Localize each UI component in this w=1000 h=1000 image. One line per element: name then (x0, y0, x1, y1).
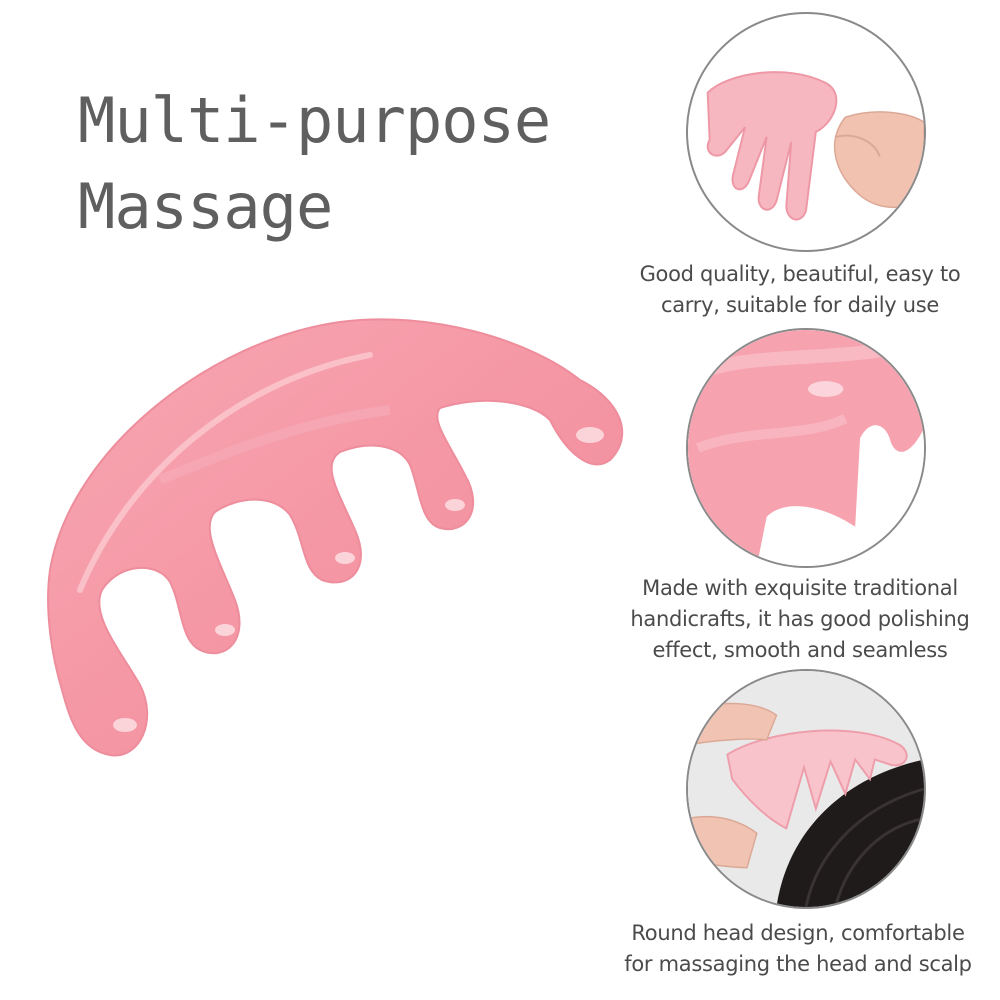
headline-line-2: Massage (78, 170, 333, 243)
caption-line: Made with exquisite traditional (642, 576, 958, 600)
comb-in-hand-icon (706, 71, 924, 221)
feature-image-closeup (686, 328, 926, 568)
headline-line-1: Multi-purpose (78, 84, 551, 157)
caption-line: Good quality, beautiful, easy to (639, 262, 961, 286)
comb-body (47, 318, 624, 757)
caption-line: handicrafts, it has good polishing (630, 607, 970, 631)
feature-image-hand-holding (686, 12, 926, 252)
headline: Multi-purpose Massage (78, 78, 551, 250)
feature-caption-craftsmanship: Made with exquisite traditional handicra… (600, 573, 1000, 666)
scalp-massage-icon (688, 671, 924, 907)
polished-surface-icon (688, 330, 924, 566)
massage-comb-image (47, 318, 624, 757)
caption-line: Round head design, comfortable (631, 921, 965, 945)
feature-caption-quality: Good quality, beautiful, easy to carry, … (600, 259, 1000, 321)
caption-line: carry, suitable for daily use (660, 293, 940, 317)
caption-line: for massaging the head and scalp (624, 952, 972, 976)
caption-line: effect, smooth and seamless (652, 638, 948, 662)
feature-caption-round-head: Round head design, comfortable for massa… (596, 918, 1000, 980)
feature-image-scalp (686, 669, 926, 909)
